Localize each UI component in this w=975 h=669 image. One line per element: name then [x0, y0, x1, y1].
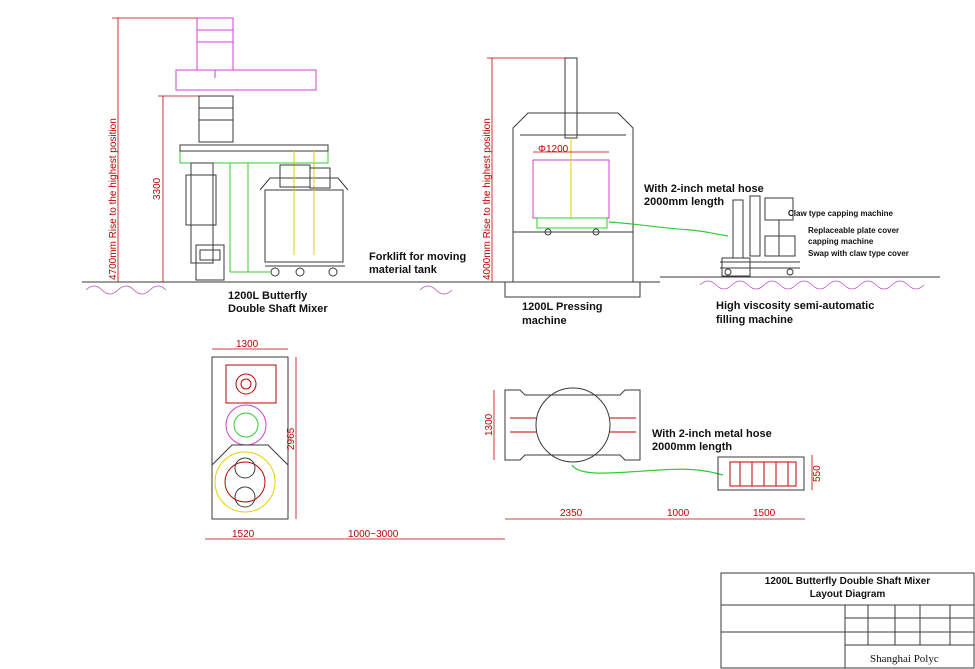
mixer-side-dimensions	[112, 17, 199, 282]
press-name-line2: machine	[522, 315, 567, 327]
gap-dim: 1000~3000	[348, 529, 399, 540]
filler-length-dim: 1500	[753, 508, 776, 519]
mixer-base-dim: 1520	[232, 529, 255, 540]
filler-note-claw: Claw type capping machine	[788, 209, 893, 218]
press-depth-dim: 1300	[484, 413, 495, 436]
mixer-name-line1: 1200L Butterfly	[228, 290, 308, 302]
hose-plan-label-line2: 2000mm length	[652, 441, 733, 453]
filler-plan-view	[717, 456, 805, 491]
press-width-dim: 2350	[560, 508, 583, 519]
filler-note-plate1: Replaceable plate cover	[808, 226, 900, 235]
hose-plan-label-line1: With 2-inch metal hose	[652, 428, 772, 440]
press-rise-label: 4000mm Rise to the highest position	[482, 118, 493, 280]
mixer-length-dim: 2965	[286, 427, 297, 450]
mixer-plan-dimensions	[205, 348, 505, 540]
press-side-dimensions	[487, 57, 609, 282]
forklift-label-line2: material tank	[369, 264, 437, 276]
hose-side-label-line1: With 2-inch metal hose	[644, 183, 764, 195]
title-block-line1: 1200L Butterfly Double Shaft Mixer	[764, 576, 931, 587]
press-diameter-dim: Φ1200	[538, 144, 569, 155]
hose-side-label-line2: 2000mm length	[644, 196, 725, 208]
filler-name-line2: filling machine	[716, 314, 794, 326]
mixer-width-dim: 1300	[236, 339, 259, 350]
filler-side-view	[720, 195, 800, 277]
mixer-side-view	[175, 17, 349, 281]
filler-note-swap: Swap with claw type cover	[808, 249, 909, 258]
filler-note-plate2: capping machine	[808, 237, 874, 246]
title-block-line2: Layout Diagram	[809, 589, 886, 600]
hose-plan	[571, 464, 724, 476]
title-block-company: Shanghai Polyc	[870, 653, 939, 665]
filler-name-line1: High viscosity semi-automatic	[716, 300, 875, 312]
mixer-rise-label: 4700mm Rise to the highest position	[108, 118, 119, 280]
hose-gap-dim: 1000	[667, 508, 690, 519]
press-plan-view	[504, 387, 641, 463]
mixer-plan-view	[211, 356, 289, 520]
forklift-label-line1: Forklift for moving	[369, 251, 467, 263]
ground-hatch	[85, 280, 925, 295]
press-side-view	[504, 57, 641, 298]
mixer-height-dim: 3300	[152, 177, 163, 200]
mixer-name-line2: Double Shaft Mixer	[228, 303, 328, 315]
title-block	[720, 572, 975, 669]
hose-side	[608, 221, 729, 237]
filler-depth-dim: 550	[812, 465, 823, 482]
press-name-line1: 1200L Pressing	[522, 301, 603, 313]
press-plan-dimensions	[493, 390, 813, 520]
